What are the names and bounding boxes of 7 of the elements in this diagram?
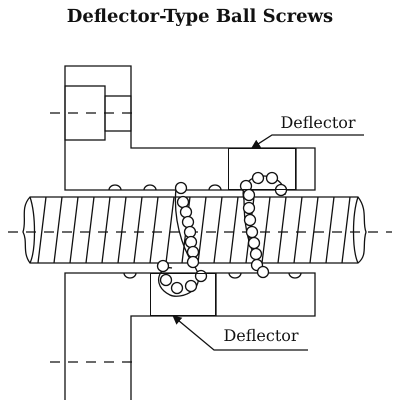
deflector-part [228,148,296,190]
callout-label: Deflector [272,113,364,135]
callout-label: Deflector [214,326,308,350]
diagram-title: Deflector-Type Ball Screws [66,6,334,27]
leader-line [172,315,308,351]
leader-line [251,134,364,149]
deflector-part [150,273,216,316]
